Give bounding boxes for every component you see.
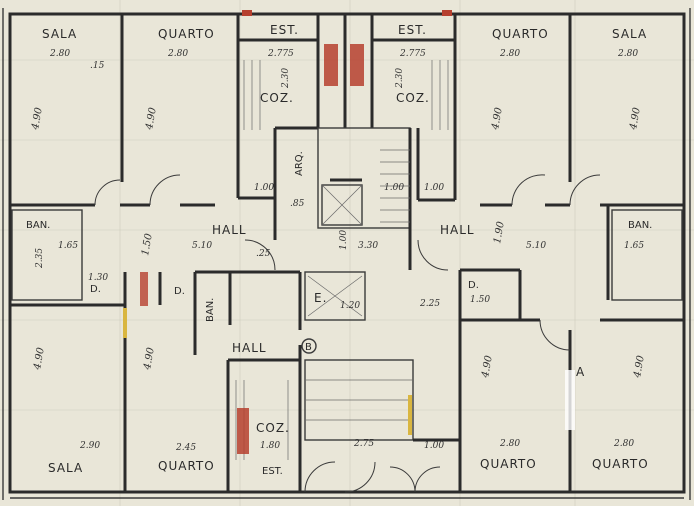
dim-door-2: 1.00: [384, 183, 404, 193]
dim-stair-b-w: 2.75: [353, 439, 374, 449]
dim-hall-r-w: 5.10: [526, 241, 546, 251]
dim-quarto-br1-h: 4.90: [480, 354, 495, 379]
dim-sala-bl-w: 2.90: [79, 441, 100, 451]
dim-d-r-w: 1.50: [470, 295, 490, 305]
dim-hall-r-h: 1.90: [492, 220, 507, 244]
dim-d-l-w: 1.30: [88, 273, 108, 283]
room-est-b: EST.: [262, 466, 283, 477]
dim-hall-l-h: 1.50: [140, 232, 155, 256]
section-marker-a: A: [576, 365, 585, 379]
room-quarto-tr: QUARTO: [492, 27, 549, 41]
room-ban-r: BAN.: [628, 220, 652, 231]
room-b-marker: B: [305, 342, 312, 353]
b-marker-circle: [301, 338, 317, 354]
room-quarto-br2: QUARTO: [592, 457, 649, 471]
dim-sala-tl-w: 2.80: [49, 49, 70, 59]
dim-ban-l-h: 2.35: [35, 248, 45, 269]
dim-ban-l-w: 1.65: [58, 241, 78, 251]
room-e-c: E.: [314, 291, 327, 305]
fixtures: [123, 10, 575, 454]
dim-quarto-bl-h: 4.90: [142, 346, 157, 371]
dim-est-tr-w: 2.775: [399, 49, 426, 59]
dim-coz-tr-h: 2.30: [395, 68, 405, 89]
dim-sala-tl-h: 4.90: [30, 106, 45, 131]
room-hall-l: HALL: [212, 223, 247, 237]
room-labels: SALA QUARTO EST. EST. QUARTO SALA COZ. C…: [26, 23, 652, 477]
stair-treads: [307, 149, 410, 317]
room-d-c: D.: [174, 286, 185, 297]
dim-coz-b-w: 1.80: [260, 441, 280, 451]
dim-quarto-br2-w: 2.80: [613, 439, 634, 449]
dim-quarto-tl-h: 4.90: [144, 106, 159, 131]
dim-lift-w: 1.20: [340, 301, 360, 311]
room-quarto-bl: QUARTO: [158, 459, 215, 473]
dim-15: .15: [90, 61, 105, 71]
dim-quarto-tr-h: 4.90: [490, 106, 505, 131]
dim-center-w: 2.25: [419, 299, 440, 309]
dim-quarto-br1-w: 2.80: [499, 439, 520, 449]
room-hall-b: HALL: [232, 341, 267, 355]
room-ban-l: BAN.: [26, 220, 50, 231]
dim-quarto-tl-w: 2.80: [167, 49, 188, 59]
dim-quarto-br2-h: 4.90: [632, 354, 647, 379]
room-quarto-br1: QUARTO: [480, 457, 537, 471]
dimension-labels: 2.80 4.90 2.80 4.90 2.775 2.30 2.775 2.3…: [30, 49, 647, 453]
room-quarto-tl: QUARTO: [158, 27, 215, 41]
room-sala-tl: SALA: [42, 27, 77, 41]
dim-sala-tr-h: 4.90: [628, 106, 643, 131]
dim-door-1: 1.00: [254, 183, 274, 193]
dim-door-4: 1.00: [424, 441, 444, 451]
room-sala-bl: SALA: [48, 461, 83, 475]
door-swings: [94, 174, 601, 493]
dim-est-tl-w: 2.775: [267, 49, 294, 59]
room-coz-tl: COZ.: [260, 91, 294, 105]
room-hall-r: HALL: [440, 223, 475, 237]
dim-ban-r-w: 1.65: [624, 241, 644, 251]
room-coz-tr: COZ.: [396, 91, 430, 105]
interior-walls: [10, 14, 684, 492]
room-d-l: D.: [90, 284, 101, 295]
room-d-r: D.: [468, 280, 479, 291]
dim-hall-l-w: 5.10: [192, 241, 212, 251]
dim-coz-tl-h: 2.30: [281, 68, 291, 89]
dim-quarto-bl-w: 2.45: [175, 443, 196, 453]
room-est-tr: EST.: [398, 23, 427, 37]
dim-quarto-tr-w: 2.80: [499, 49, 520, 59]
room-sala-tr: SALA: [612, 27, 647, 41]
room-est-tl: EST.: [270, 23, 299, 37]
dim-sala-tr-w: 2.80: [617, 49, 638, 59]
dim-25: .25: [256, 249, 271, 259]
room-coz-b: COZ.: [256, 421, 290, 435]
dim-85: .85: [290, 199, 305, 209]
room-shaft: ARQ.: [294, 151, 305, 176]
dim-door-5: 1.00: [339, 230, 349, 250]
dim-stair-w: 3.30: [358, 241, 378, 251]
room-ban-c: BAN.: [205, 298, 216, 322]
dim-sala-bl-h: 4.90: [32, 346, 47, 371]
dim-door-3: 1.00: [424, 183, 444, 193]
